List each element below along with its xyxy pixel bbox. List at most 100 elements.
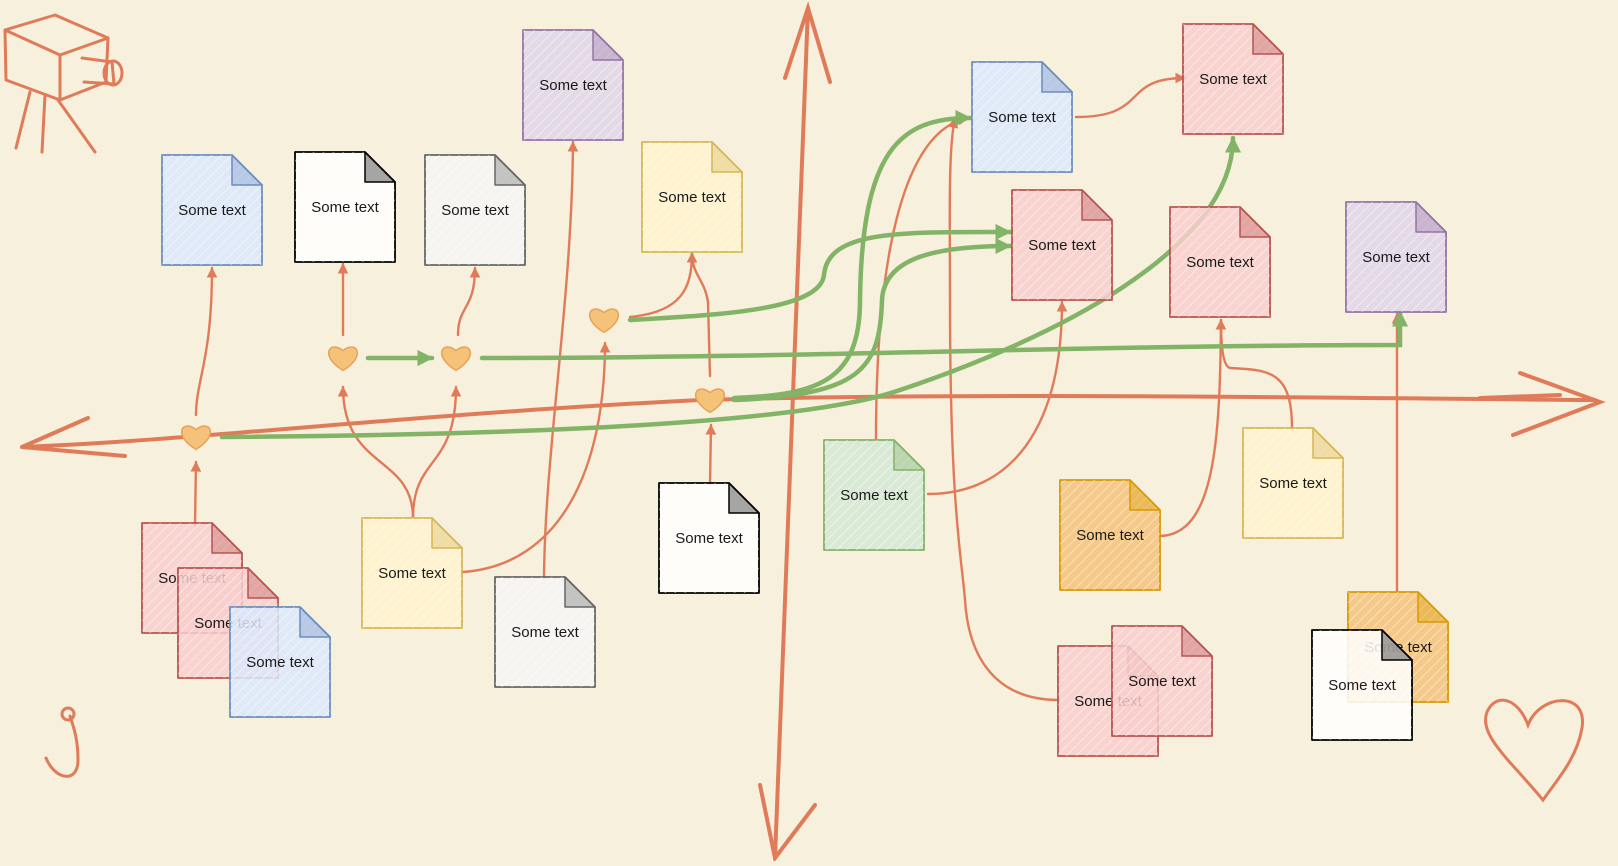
document-label: Some text	[1028, 237, 1096, 254]
document-hatching	[1312, 630, 1412, 740]
document-label: Some text	[1128, 673, 1196, 690]
connector	[337, 385, 415, 520]
flow-arrow	[627, 223, 1013, 323]
document-note[interactable]: Some text	[424, 154, 526, 266]
document-note[interactable]: Some text	[1169, 206, 1271, 318]
connector	[194, 266, 218, 417]
document-note[interactable]: Some text	[361, 517, 463, 629]
connector	[947, 116, 1061, 702]
document-label: Some text	[1362, 249, 1430, 266]
document-label: Some text	[658, 189, 726, 206]
document-hatching	[495, 577, 595, 687]
document-label: Some text	[1328, 677, 1396, 694]
document-note[interactable]: Some text	[522, 29, 624, 141]
document-hatching	[824, 440, 924, 550]
document-label: Some text	[1199, 71, 1267, 88]
document-hatching	[1170, 207, 1270, 317]
document-label: Some text	[511, 624, 579, 641]
document-hatching	[1060, 480, 1160, 590]
document-fold	[299, 606, 331, 638]
flow-arrow	[731, 237, 1013, 403]
document-label: Some text	[378, 565, 446, 582]
document-note[interactable]: Some text	[494, 576, 596, 688]
document-hatching	[362, 518, 462, 628]
heart-nodes	[180, 308, 726, 451]
heart-node[interactable]	[327, 346, 359, 372]
document-note[interactable]: Some text	[1011, 189, 1113, 301]
heart-node[interactable]	[588, 308, 620, 334]
camera-icon	[3, 13, 124, 154]
connector	[874, 114, 970, 442]
hook-icon	[44, 706, 80, 778]
document-note[interactable]: Some text	[294, 151, 396, 263]
document-note[interactable]: Some text	[1345, 201, 1447, 313]
connector	[628, 251, 698, 319]
document-note[interactable]: Some text	[1111, 625, 1213, 737]
heart-outline-icon	[1484, 698, 1584, 803]
document-fold	[431, 517, 463, 549]
document-fold	[1181, 625, 1213, 657]
document-fold	[1417, 591, 1449, 623]
document-note[interactable]: Some text	[1059, 479, 1161, 591]
heart-node[interactable]	[440, 346, 472, 372]
document-fold	[1129, 479, 1161, 511]
document-hatching	[972, 62, 1072, 172]
document-note[interactable]: Some text	[229, 606, 331, 718]
heart-node[interactable]	[180, 425, 212, 451]
document-fold	[1081, 189, 1113, 221]
document-hatching	[1346, 202, 1446, 312]
document-note[interactable]: Some text	[658, 482, 760, 594]
vertical-axis	[758, 1, 832, 863]
document-hatching	[642, 142, 742, 252]
document-fold	[1381, 629, 1413, 661]
document-label: Some text	[988, 109, 1056, 126]
document-fold	[1041, 61, 1073, 93]
connector	[1074, 72, 1187, 119]
connector	[1219, 318, 1294, 430]
document-hatching	[1243, 428, 1343, 538]
document-fold	[893, 439, 925, 471]
document-note[interactable]: Some text	[161, 154, 263, 266]
document-fold	[247, 567, 279, 599]
flow-arrow	[479, 309, 1409, 361]
document-fold	[211, 522, 243, 554]
heart-node[interactable]	[694, 388, 726, 414]
document-label: Some text	[246, 654, 314, 671]
document-hatching	[1183, 24, 1283, 134]
connector	[190, 460, 202, 527]
document-hatching	[425, 155, 525, 265]
document-label: Some text	[539, 77, 607, 94]
document-label: Some text	[1186, 254, 1254, 271]
document-note[interactable]: Some text	[1182, 23, 1284, 135]
document-note[interactable]: Some text	[1311, 629, 1413, 741]
orange-connectors	[190, 72, 1403, 702]
document-note[interactable]: Some text	[641, 141, 743, 253]
document-hatching	[230, 607, 330, 717]
document-hatching	[295, 152, 395, 262]
document-fold	[564, 576, 596, 608]
document-label: Some text	[178, 202, 246, 219]
document-fold	[231, 154, 263, 186]
document-fold	[1312, 427, 1344, 459]
connector	[461, 341, 611, 574]
document-hatching	[523, 30, 623, 140]
connector	[1157, 318, 1227, 538]
document-note[interactable]: Some text	[1242, 427, 1344, 539]
document-hatching	[1012, 190, 1112, 300]
document-fold	[711, 141, 743, 173]
connector	[690, 251, 712, 378]
connector	[542, 140, 579, 580]
document-label: Some text	[675, 530, 743, 547]
document-note[interactable]: Some text	[971, 61, 1073, 173]
document-note[interactable]: Some text	[823, 439, 925, 551]
document-fold	[1415, 201, 1447, 233]
document-label: Some text	[311, 199, 379, 216]
flow-arrow	[731, 109, 973, 401]
document-fold	[592, 29, 624, 61]
document-fold	[728, 482, 760, 514]
document-label: Some text	[1259, 475, 1327, 492]
document-label: Some text	[1076, 527, 1144, 544]
